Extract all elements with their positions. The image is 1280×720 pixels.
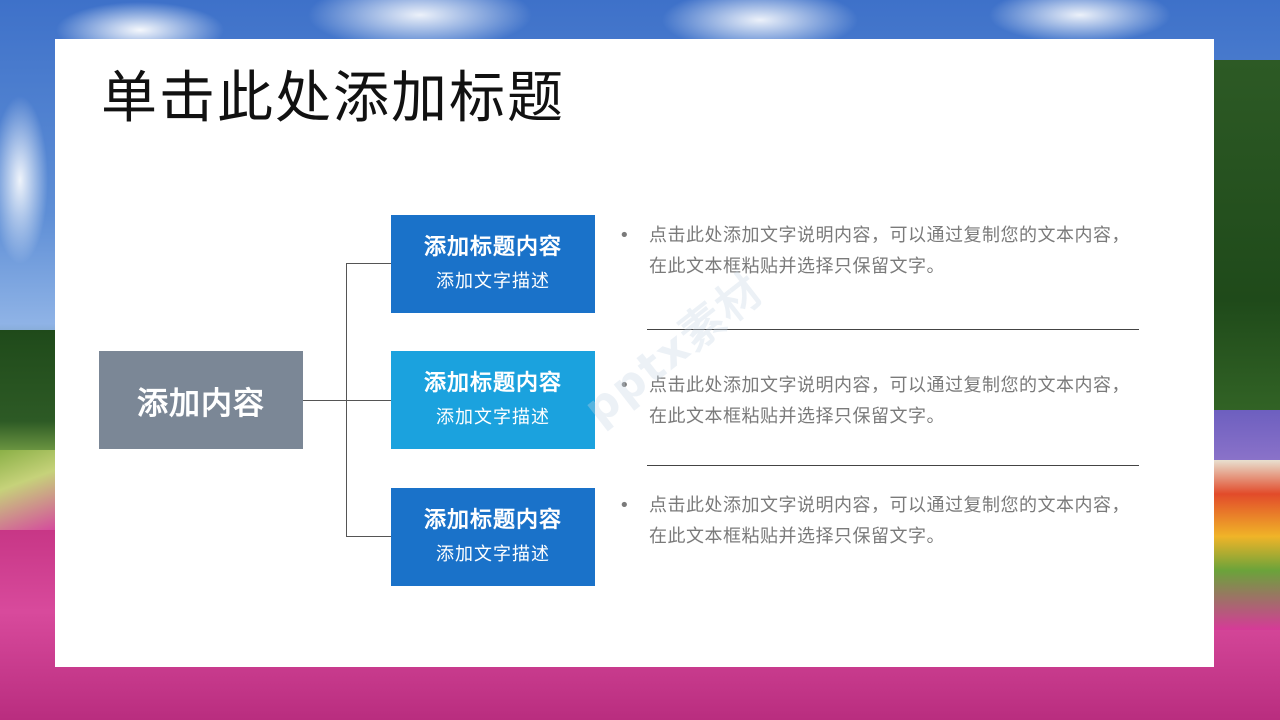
description-text: 点击此处添加文字说明内容，可以通过复制您的文本内容，在此文本框粘贴并选择只保留文…: [649, 375, 1130, 427]
main-content-box[interactable]: 添加内容: [99, 351, 303, 449]
description-text: 点击此处添加文字说明内容，可以通过复制您的文本内容，在此文本框粘贴并选择只保留文…: [649, 225, 1130, 277]
connector-branch-1: [346, 263, 391, 264]
branch-description: 添加文字描述: [436, 544, 550, 565]
background-left-trees: [0, 330, 56, 460]
branch-box-2[interactable]: 添加标题内容 添加文字描述: [391, 351, 595, 449]
background-right-flowers: [1214, 460, 1280, 630]
main-content-label: 添加内容: [137, 385, 265, 422]
branch-box-1[interactable]: 添加标题内容 添加文字描述: [391, 215, 595, 313]
background-right-trees: [1214, 60, 1280, 460]
slide-card: 单击此处添加标题 添加内容 添加标题内容 添加文字描述 添加标题内容 添加文字描…: [55, 39, 1214, 667]
branch-title: 添加标题内容: [423, 508, 562, 533]
slide-title[interactable]: 单击此处添加标题: [101, 66, 565, 131]
background-right-lavender: [1214, 410, 1280, 460]
branch-title: 添加标题内容: [423, 235, 562, 260]
divider-line-2: [647, 465, 1139, 466]
connector-branch-3: [346, 536, 391, 537]
branch-description: 添加文字描述: [436, 271, 550, 292]
bullet-icon: •: [619, 495, 630, 516]
branch-description: 添加文字描述: [436, 407, 550, 428]
connector-branch-2: [346, 400, 391, 401]
bullet-icon: •: [619, 375, 630, 396]
connector-main: [303, 400, 346, 401]
branch-title: 添加标题内容: [423, 371, 562, 396]
bullet-icon: •: [619, 225, 630, 246]
divider-line-1: [647, 329, 1139, 330]
background-left-field: [0, 450, 56, 530]
branch-box-3[interactable]: 添加标题内容 添加文字描述: [391, 488, 595, 586]
description-text: 点击此处添加文字说明内容，可以通过复制您的文本内容，在此文本框粘贴并选择只保留文…: [649, 495, 1130, 547]
